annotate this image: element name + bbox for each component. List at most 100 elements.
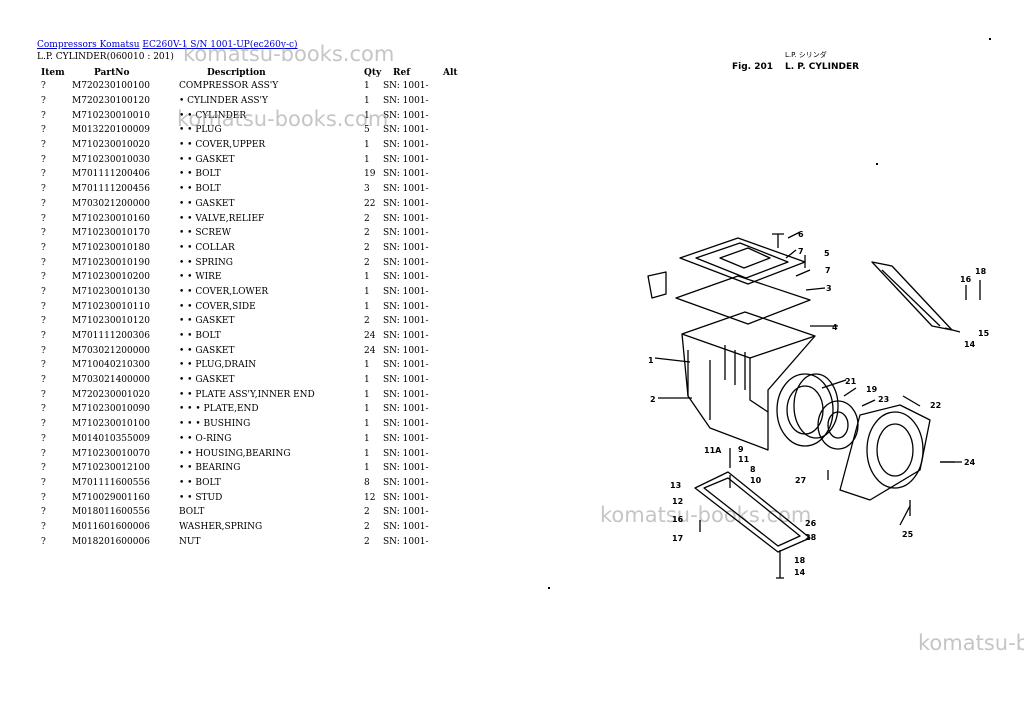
exploded-parts-diagram: 6 7 5 7 3 4 1 2 21 19 23 22 16 18 15 14 …: [647, 230, 990, 579]
cell-qty: 1: [364, 110, 370, 121]
cell-partno: M701111600556: [72, 477, 150, 488]
figure-name: L. P. CYLINDER: [785, 62, 860, 72]
cell-ref: SN: 1001-: [383, 125, 429, 136]
cell-item: ?: [41, 463, 46, 474]
cell-alt: [443, 138, 463, 153]
cell-qty: 1: [364, 375, 370, 386]
breadcrumb-link-model[interactable]: EC260V-1 S/N 1001-UP(ec260v-c): [142, 40, 298, 50]
cell-qty: 1: [364, 419, 370, 430]
callout: 14: [964, 340, 976, 349]
cell-item: ?: [41, 257, 46, 268]
callout: 25: [902, 530, 914, 539]
cell-alt: [443, 314, 463, 329]
cell-item: ?: [41, 360, 46, 371]
parts-table: Item PartNo Description Qty Ref Alt ?M72…: [35, 66, 463, 549]
cell-partno: M710230010110: [72, 301, 150, 312]
cell-ref: SN: 1001-: [383, 536, 429, 547]
cell-description: • • COVER,SIDE: [179, 301, 256, 312]
cell-alt: [443, 270, 463, 285]
cell-alt: [443, 79, 463, 94]
cell-partno: M701111200406: [72, 169, 150, 180]
cell-item: ?: [41, 213, 46, 224]
cell-alt: [443, 373, 463, 388]
cell-description: • • BOLT: [179, 477, 221, 488]
cell-partno: M710230010130: [72, 286, 150, 297]
cell-qty: 24: [364, 345, 376, 356]
cell-alt: [443, 520, 463, 535]
cell-alt: [443, 505, 463, 520]
cell-partno: M710230010020: [72, 140, 150, 151]
cell-ref: SN: 1001-: [383, 228, 429, 239]
cell-ref: SN: 1001-: [383, 492, 429, 503]
cell-ref: SN: 1001-: [383, 198, 429, 209]
cell-qty: 2: [364, 316, 370, 327]
callout: 9: [738, 445, 744, 454]
callout: 14: [794, 568, 806, 577]
cell-partno: M710230010160: [72, 213, 150, 224]
cell-alt: [443, 417, 463, 432]
cell-item: ?: [41, 316, 46, 327]
col-ref: Ref: [393, 67, 411, 78]
cell-qty: 2: [364, 521, 370, 532]
cell-item: ?: [41, 125, 46, 136]
table-header-row: Item PartNo Description Qty Ref Alt: [35, 66, 463, 79]
callout: 12: [672, 497, 683, 506]
cell-ref: SN: 1001-: [383, 448, 429, 459]
cell-item: ?: [41, 154, 46, 165]
cell-alt: [443, 108, 463, 123]
col-alt: Alt: [443, 67, 458, 78]
cell-qty: 19: [364, 169, 376, 180]
callout: 7: [798, 247, 804, 256]
col-item: Item: [41, 67, 65, 78]
cell-ref: SN: 1001-: [383, 316, 429, 327]
cell-ref: SN: 1001-: [383, 477, 429, 488]
cell-ref: SN: 1001-: [383, 213, 429, 224]
cell-partno: M720230100120: [72, 96, 150, 107]
cell-partno: M018201600006: [72, 536, 150, 547]
cell-description: NUT: [179, 536, 201, 547]
cell-description: • • SPRING: [179, 257, 233, 268]
breadcrumb-link-compressors[interactable]: Compressors Komatsu: [37, 40, 140, 50]
bracket: [647, 271, 667, 299]
callout: 5: [824, 249, 830, 258]
upper-gasket: [675, 275, 811, 325]
cell-partno: M710230010190: [72, 257, 150, 268]
cell-ref: SN: 1001-: [383, 404, 429, 415]
cell-partno: M018011600556: [72, 507, 150, 518]
callout: 3: [826, 284, 832, 293]
cell-item: ?: [41, 81, 46, 92]
callout: 11A: [704, 446, 722, 455]
cell-partno: M701111200306: [72, 331, 150, 342]
end-plate: [776, 373, 834, 447]
cell-qty: 2: [364, 536, 370, 547]
cell-ref: SN: 1001-: [383, 433, 429, 444]
cell-partno: M720230100100: [72, 81, 150, 92]
cell-partno: M703021200000: [72, 345, 150, 356]
callout: 11: [738, 455, 750, 464]
cell-partno: M710230010120: [72, 316, 150, 327]
cell-alt: [443, 358, 463, 373]
cell-ref: SN: 1001-: [383, 242, 429, 253]
callout: 1: [648, 356, 654, 365]
cell-alt: [443, 211, 463, 226]
callout: 16: [672, 515, 684, 524]
speck: [989, 38, 991, 40]
cell-description: • • GASKET: [179, 375, 235, 386]
cell-partno: M710230012100: [72, 463, 150, 474]
cell-ref: SN: 1001-: [383, 184, 429, 195]
cell-description: • • HOUSING,BEARING: [179, 448, 291, 459]
